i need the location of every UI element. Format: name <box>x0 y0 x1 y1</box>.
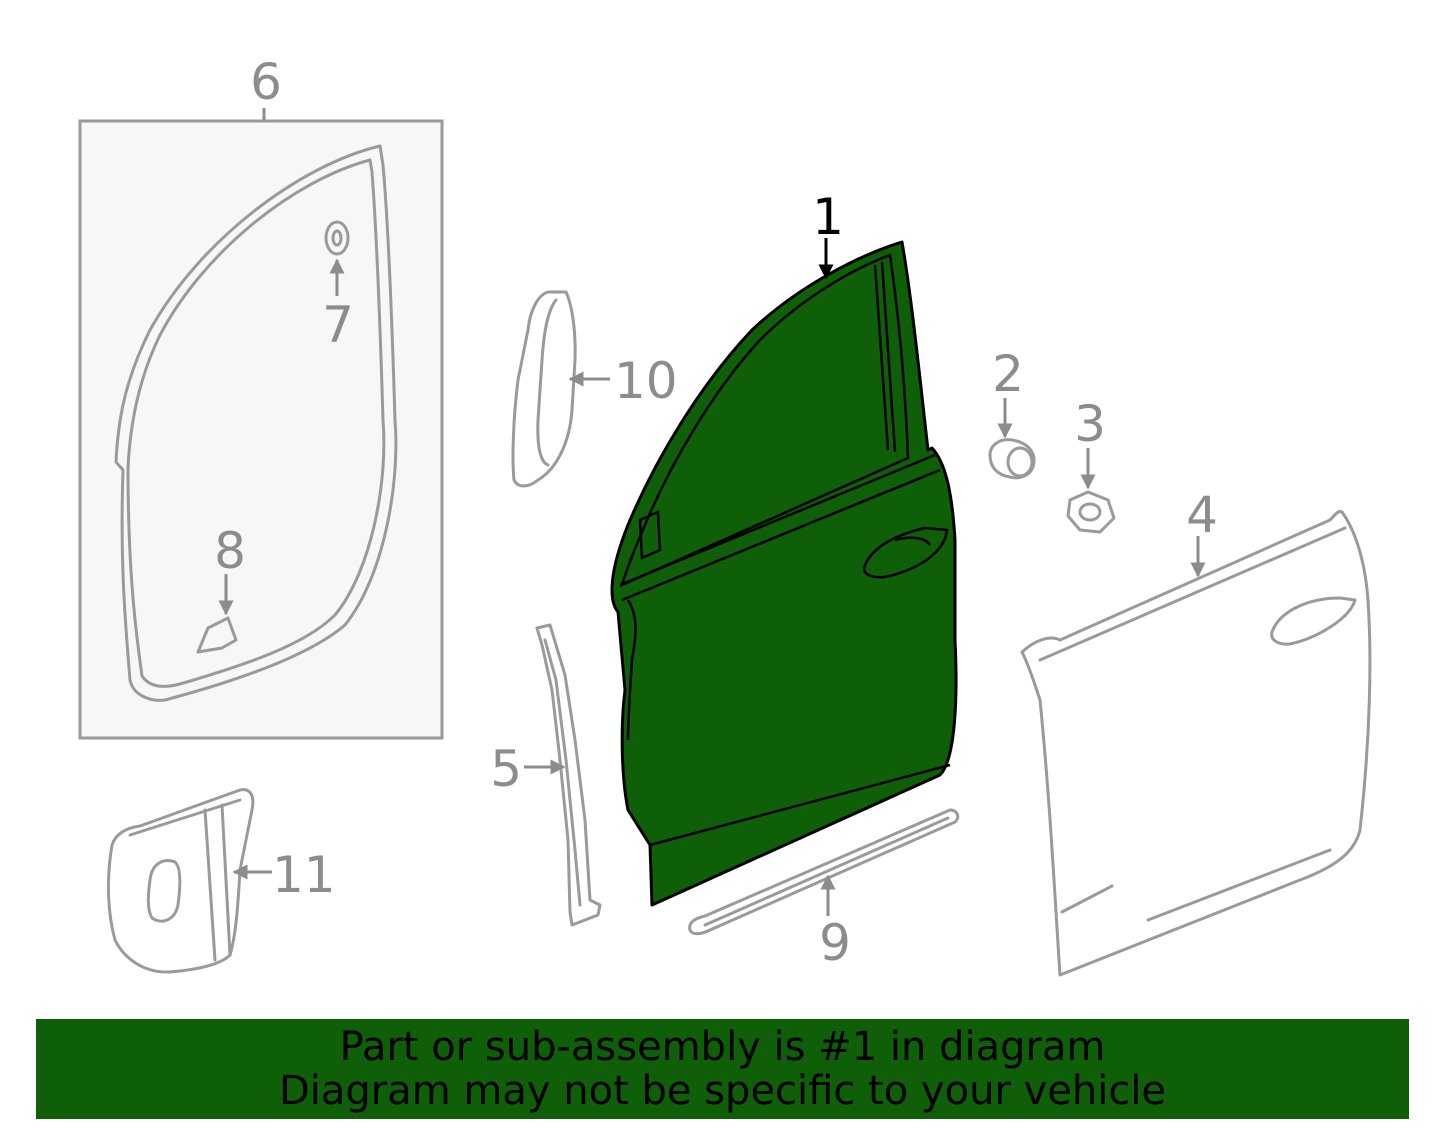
callout-4: 4 <box>1186 486 1218 544</box>
callout-1: 1 <box>812 188 844 246</box>
callout-7: 7 <box>322 296 354 354</box>
info-banner: Part or sub-assembly is #1 in diagram Di… <box>36 1019 1409 1119</box>
callout-6: 6 <box>250 53 282 111</box>
part-1-front-door-shell <box>610 238 958 907</box>
callout-3: 3 <box>1074 395 1106 453</box>
part-5-sash-channel <box>524 623 602 927</box>
callout-10: 10 <box>614 352 678 410</box>
part-11-lower-trim <box>106 788 272 974</box>
callout-2: 2 <box>992 345 1024 403</box>
callout-9: 9 <box>819 914 851 972</box>
callout-5: 5 <box>490 740 522 798</box>
banner-line-1: Part or sub-assembly is #1 in diagram <box>339 1024 1106 1070</box>
parts-diagram: 6 7 8 10 1 2 3 4 <box>78 53 1372 977</box>
part-9-lower-molding <box>688 808 960 936</box>
banner-line-2: Diagram may not be specific to your vehi… <box>278 1068 1167 1114</box>
callout-8: 8 <box>214 522 246 580</box>
part-2-bushing <box>988 398 1036 480</box>
part-6-weatherstrip-inset <box>78 108 444 740</box>
part-10-door-trim <box>511 290 610 488</box>
part-3-nut <box>1066 448 1116 534</box>
callout-11: 11 <box>272 846 336 904</box>
part-4-door-outer-panel <box>1020 510 1372 977</box>
